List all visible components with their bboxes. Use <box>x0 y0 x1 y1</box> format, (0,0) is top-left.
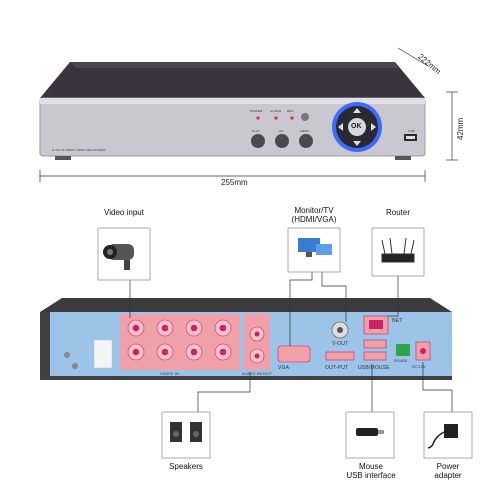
bnc-port-center <box>190 324 198 332</box>
button-label-ok: OK <box>279 129 284 133</box>
speakers-label: Speakers <box>169 462 203 471</box>
bnc-port-center <box>161 348 169 356</box>
vga-label: VGA <box>278 365 290 371</box>
ir-sensor-icon <box>301 113 309 121</box>
front-button-menu[interactable] <box>299 134 313 148</box>
usb-port-1[interactable] <box>363 339 387 349</box>
video-in-label: VIDEO IN <box>160 371 180 376</box>
output-label: OUT-PUT <box>325 365 349 371</box>
mouse-usb-icon <box>356 428 384 436</box>
bnc-port-center <box>132 348 140 356</box>
bnc-port-center <box>219 324 227 332</box>
mouse-label: Mouse USB interface <box>346 462 396 480</box>
model-text: H.264 HYBRID VIDEO RECORDER <box>52 148 106 152</box>
audio-label: AUDIO IN/OUT <box>242 371 272 376</box>
width-dimension: 255mm <box>221 178 248 187</box>
router-label: Router <box>385 208 410 217</box>
usb-label: USB <box>408 129 415 133</box>
speakers-box <box>161 411 211 459</box>
camera-icon <box>103 244 134 270</box>
hdmi-port[interactable] <box>325 351 355 361</box>
router-box <box>371 227 425 277</box>
rs485-terminal[interactable] <box>396 344 410 356</box>
dc12v-label: DC12V <box>412 364 426 369</box>
button-label-play: PLAY <box>252 129 261 133</box>
bnc-port-center <box>132 324 140 332</box>
power-label: Power adapter <box>434 462 462 480</box>
bnc-port-center <box>161 324 169 332</box>
button-label-menu: MENU <box>300 129 310 133</box>
vga-port[interactable] <box>277 345 311 363</box>
indicator-power: POWER <box>250 109 263 113</box>
video-input-label: Video input <box>104 208 144 217</box>
usb-port-2[interactable] <box>363 351 387 361</box>
indicator-alarm: ALARM <box>270 109 282 113</box>
rs485-label: RS485 <box>394 358 408 363</box>
indicator-rec: REC <box>287 109 294 113</box>
speaker-icon <box>170 422 202 442</box>
front-button-play[interactable] <box>251 134 265 148</box>
bnc-port-center <box>219 348 227 356</box>
monitor-label: Monitor/TV (HDMI/VGA) <box>291 206 337 224</box>
usb-mouse-label: USB/MOUSE <box>358 365 390 371</box>
power-adapter-icon <box>427 424 458 449</box>
bnc-ports <box>127 319 232 361</box>
bnc-port-center <box>190 348 198 356</box>
monitor-icon <box>298 238 332 257</box>
router-icon <box>381 237 415 263</box>
vout-label: V-OUT <box>332 341 349 347</box>
height-dimension: 42mm <box>456 117 465 140</box>
nav-ok-button[interactable] <box>348 118 366 136</box>
ok-label: OK <box>351 123 362 130</box>
net-label: NET <box>392 318 403 324</box>
dvr-top-lid <box>40 62 425 98</box>
front-button-ok-small[interactable] <box>275 134 289 148</box>
